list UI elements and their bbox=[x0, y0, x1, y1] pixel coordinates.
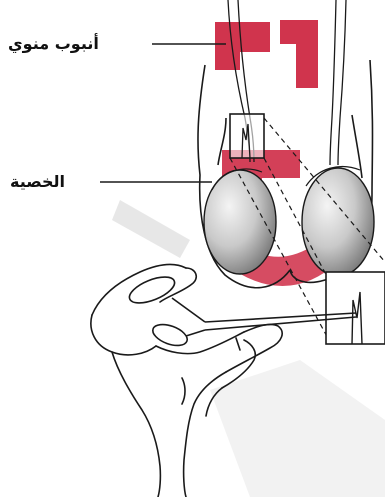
detail-box-cord bbox=[230, 114, 264, 158]
testis-right bbox=[302, 167, 374, 276]
testis-left bbox=[204, 169, 276, 274]
detail-box-magnified bbox=[326, 272, 385, 344]
label-testis: الخصية bbox=[10, 172, 65, 192]
label-vas-deferens: أنبوب منوي bbox=[8, 34, 99, 54]
label-leaders bbox=[100, 44, 226, 182]
forceps-instrument bbox=[126, 272, 356, 350]
